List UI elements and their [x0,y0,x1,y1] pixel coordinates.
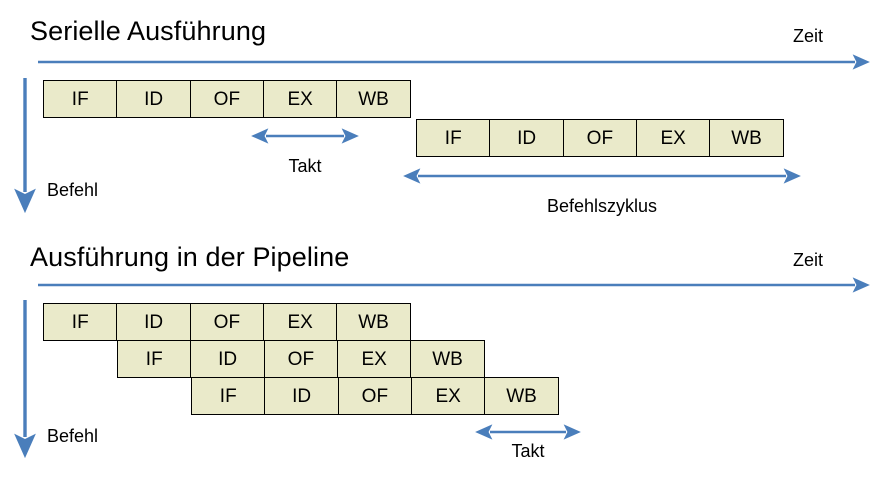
stage-box[interactable]: IF [43,303,118,341]
stage-box[interactable]: WB [336,303,411,341]
serial-clock-label: Takt [288,156,322,176]
stage-box[interactable]: ID [116,80,191,118]
pipeline-instruction-row-1: IF ID OF EX WB [43,303,411,341]
stage-box[interactable]: OF [562,119,638,157]
stage-box[interactable]: OF [263,340,339,378]
pipeline-time-axis-label: Zeit [793,250,824,270]
serial-instruction-row-1: IF ID OF EX WB [43,80,411,118]
stage-box[interactable]: OF [189,80,265,118]
stage-box[interactable]: ID [190,340,265,378]
stage-box[interactable]: OF [337,377,413,415]
stage-box[interactable]: WB [709,119,784,157]
stage-box[interactable]: EX [262,303,338,341]
stage-box[interactable]: ID [489,119,564,157]
stage-box[interactable]: ID [264,377,339,415]
serial-section-title: Serielle Ausführung [30,16,267,46]
stage-box[interactable]: WB [336,80,411,118]
stage-box[interactable]: IF [416,119,491,157]
pipeline-instruction-row-3: IF ID OF EX WB [191,377,559,415]
stage-box[interactable]: OF [189,303,265,341]
stage-box[interactable]: EX [410,377,486,415]
stage-box[interactable]: EX [262,80,338,118]
stage-box[interactable]: IF [191,377,266,415]
serial-time-axis-label: Zeit [793,26,824,46]
stage-box[interactable]: ID [116,303,191,341]
serial-instruction-axis-label: Befehl [47,180,99,200]
pipeline-clock-label: Takt [511,441,545,461]
stage-box[interactable]: IF [117,340,192,378]
serial-cycle-label: Befehlszyklus [546,196,658,216]
serial-instruction-row-2: IF ID OF EX WB [416,119,784,157]
pipeline-instruction-row-2: IF ID OF EX WB [117,340,485,378]
stage-box[interactable]: WB [410,340,485,378]
stage-box[interactable]: EX [336,340,412,378]
stage-box[interactable]: EX [635,119,711,157]
stage-box[interactable]: IF [43,80,118,118]
pipeline-section-title: Ausführung in der Pipeline [30,242,350,272]
pipeline-instruction-axis-label: Befehl [47,426,99,446]
stage-box[interactable]: WB [484,377,559,415]
